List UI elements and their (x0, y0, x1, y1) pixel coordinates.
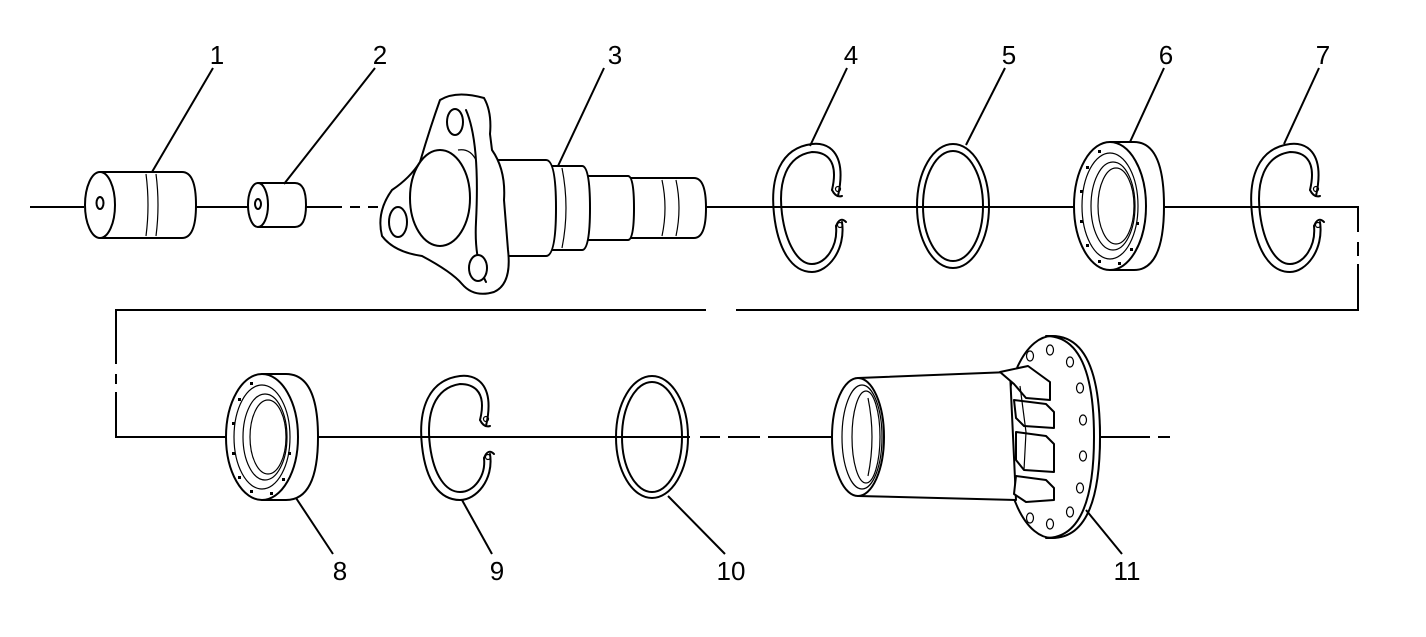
callout-7: 7 (1316, 40, 1330, 70)
callout-1: 1 (210, 40, 224, 70)
part-4-snap-ring (772, 142, 847, 273)
leader-lines (151, 67, 1320, 555)
callout-5: 5 (1002, 40, 1016, 70)
part-10-o-ring (615, 375, 689, 499)
part-1-bushing (84, 171, 197, 239)
part-6-oil-seal (1073, 141, 1165, 271)
seal-6-spring-marks (1080, 150, 1139, 265)
part-9-snap-ring (420, 374, 495, 501)
part-8-oil-seal (225, 373, 319, 501)
flange-bolt-holes (1025, 344, 1088, 530)
callout-10: 10 (717, 556, 746, 586)
callout-3: 3 (608, 40, 622, 70)
callout-6: 6 (1159, 40, 1173, 70)
part-11-hub-housing (831, 335, 1101, 539)
assembly-axis (30, 206, 1359, 438)
part-2-small-bushing (247, 182, 307, 228)
seal-8-spring-marks (232, 382, 291, 495)
part-7-snap-ring (1250, 142, 1325, 273)
callout-2: 2 (373, 40, 387, 70)
callout-8: 8 (333, 556, 347, 586)
callout-labels: 1 2 3 4 5 6 7 8 9 10 11 (210, 40, 1330, 586)
callout-9: 9 (490, 556, 504, 586)
callout-4: 4 (844, 40, 858, 70)
part-5-o-ring (916, 143, 990, 269)
part-3-flanged-shaft (379, 93, 707, 295)
callout-11: 11 (1114, 556, 1141, 586)
